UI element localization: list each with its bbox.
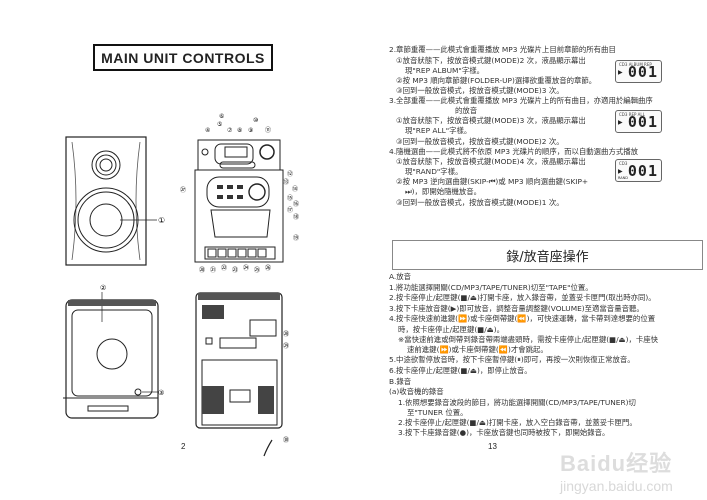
lcd-digits: 001: [627, 162, 658, 180]
lcd-digits: 001: [627, 113, 658, 131]
text-line: ※當快速前進或倒帶到錄音帶兩端盡頭時，需按卡座停止/起匣鍵(■/⏏)，卡座快: [398, 335, 659, 344]
page-number: 2: [181, 442, 186, 451]
callout-7: ⑦: [227, 127, 233, 134]
top-view-diagram: ② ③: [63, 284, 164, 419]
callout-23: ㉓: [232, 266, 238, 274]
callout-18: ⑱: [293, 213, 299, 221]
text-line: ②按 MP3 順向章節鍵(FOLDER-UP)選擇欲重覆放音的章節。: [396, 76, 597, 85]
callout-13: ⑬: [283, 178, 289, 186]
callout-10: ⑩: [253, 117, 258, 124]
lcd-tags: CD3 REP ALL: [619, 112, 645, 117]
callout-15: ⑮: [287, 194, 293, 202]
play-icon: ▶: [618, 69, 623, 76]
lcd-digits: 001: [627, 63, 658, 81]
text-line: B.錄音: [389, 377, 412, 386]
callout-30: ㉚: [283, 436, 289, 444]
text-line: 2.按卡座停止/起匣鍵(■/⏏)打開卡座，放入錄音帶，並蓋妥卡匣門(取出時亦同)…: [389, 293, 656, 302]
text-line: 1.將功能選擇開關(CD/MP3/TAPE/TUNER)切至"TAPE"位置。: [389, 283, 593, 292]
text-line: 6.按卡座停止/起匣鍵(■/⏏)，即停止放音。: [389, 366, 532, 375]
callout-19: ⑲: [293, 234, 299, 242]
callout-2: ②: [100, 284, 106, 292]
text-line: 至"TUNER 位置。: [407, 408, 468, 417]
text-line: 2.章節重覆——此模式會重覆播放 MP3 光碟片上目前章節的所有曲目: [389, 45, 616, 54]
callout-22: ㉒: [221, 264, 227, 272]
callout-14: ⑭: [292, 185, 298, 193]
callout-28: ㉘: [283, 330, 289, 338]
lcd-sub-label: RAND: [618, 176, 628, 180]
text-line: 3.全部重覆——此模式會重覆播放 MP3 光碟片上的所有曲目，亦適用於編輯曲序: [389, 96, 653, 105]
callout-5: ⑤: [217, 121, 222, 128]
callout-26: ㉖: [265, 264, 271, 272]
watermark-url: jingyan.baidu.com: [560, 478, 673, 494]
text-line: ①放音狀態下，按放音模式鍵(MODE)2 次，液晶顯示幕出: [396, 56, 586, 65]
page-number: 13: [488, 442, 497, 451]
back-view-diagram: ㉘ ㉙ ㉚: [195, 292, 289, 457]
page-title: MAIN UNIT CONTROLS: [93, 44, 273, 71]
text-line: ③回到一般放音模式，按放音模式鍵(MODE)2 次。: [396, 137, 564, 146]
callout-8: ⑧: [237, 127, 242, 134]
callout-16: ⑯: [293, 200, 299, 208]
lcd-display-rep-album: CD3 ALBUM REP ▶ 001: [615, 60, 662, 83]
text-line: ①放音狀態下，按放音模式鍵(MODE)4 次，液晶顯示幕出: [396, 157, 586, 166]
callout-20: ⑳: [199, 266, 205, 274]
text-line: 1.依照想要錄音波段的節目，將功能選擇開關(CD/MP3/TAPE/TUNER)…: [398, 398, 636, 407]
text-line: 速前進鍵(⏩)或卡座倒帶鍵(⏪)才會跳起。: [407, 345, 548, 354]
main-unit-front-diagram: ④ ⑤ ⑥ ⑦ ⑧ ⑨ ⑩ ⑪ ⑫ ⑬ ⑭ ⑮ ⑯ ⑰ ⑱ ⑲ ㉗ ⑳ ㉑ ㉒ …: [180, 113, 299, 274]
callout-21: ㉑: [210, 266, 216, 274]
play-icon: ▶: [618, 119, 623, 126]
callout-17: ⑰: [287, 206, 293, 214]
text-line: ③回到一般放音模式，按放音模式鍵(MODE)3 次。: [396, 86, 564, 95]
play-icon: ▶: [618, 168, 623, 175]
text-line: ⏭)，即開始隨機放音。: [405, 187, 482, 196]
text-line: A.放音: [389, 272, 412, 281]
text-line: 5.中途欲暫停放音時，按下卡座暫停鍵(⏸)即可，再按一次則恢復正常放音。: [389, 355, 635, 364]
callout-29: ㉙: [283, 342, 289, 350]
text-line: 現"RAND"字樣。: [405, 167, 463, 176]
speaker-diagram: ①: [65, 136, 165, 266]
lcd-tags: CD3 ALBUM REP: [619, 62, 652, 67]
text-line: 現"REP ALL"字樣。: [405, 126, 472, 135]
lcd-tags: CD3: [619, 161, 628, 166]
left-page: MAIN UNIT CONTROLS ① ④ ⑤ ⑥ ⑦ ⑧ ⑨ ⑩ ⑪: [0, 0, 353, 500]
lcd-display-rand: CD3 ▶ RAND 001: [615, 159, 662, 182]
text-line: 3.按下卡座放音鍵(▶)即可放音，調整音量調整鍵(VOLUME)至適當音量音聽。: [389, 304, 644, 313]
text-line: 4.隨機選曲——此模式將不依原 MP3 光碟片的順序，而以自動選曲方式播放: [389, 147, 639, 156]
text-line: 4.按卡座快速前進鍵(⏩)或卡座倒帶鍵(⏪)，可快速運轉，當卡帶到達想要的位置: [389, 314, 656, 323]
callout-11: ⑪: [265, 126, 271, 134]
lcd-display-rep-all: CD3 REP ALL ▶ 001: [615, 110, 662, 133]
text-line: 2.按卡座停止/起匣鍵(■/⏏)打開卡座，放入空白錄音帶，並蓋妥卡匣門。: [398, 418, 637, 427]
right-page: 2.章節重覆——此模式會重覆播放 MP3 光碟片上目前章節的所有曲目 ①放音狀態…: [353, 0, 707, 500]
text-line: ②按 MP3 逆向選曲鍵(SKIP-⏮)或 MP3 順向選曲鍵(SKIP+: [396, 177, 589, 186]
watermark-logo: Baidu经验: [560, 451, 673, 476]
section-title: 錄/放音座操作: [392, 240, 703, 270]
text-line: 3.按下卡座錄音鍵(●)，卡座放音鍵也同時被按下，即開始錄音。: [398, 428, 610, 437]
callout-25: ㉕: [254, 266, 260, 274]
text-line: 現"REP ALBUM"字樣。: [405, 66, 485, 75]
callout-27: ㉗: [180, 186, 186, 194]
callout-3: ③: [158, 389, 164, 397]
callout-6: ⑥: [219, 113, 224, 120]
text-line: (a)收音機的錄音: [389, 387, 444, 396]
text-line: ③回到一般放音模式，按放音模式鍵(MODE)1 次。: [396, 198, 564, 207]
callout-1: ①: [158, 216, 165, 225]
callout-24: ㉔: [243, 264, 249, 272]
callout-4: ④: [205, 127, 210, 134]
text-line: 的放音: [455, 106, 478, 115]
callout-12: ⑫: [287, 170, 293, 178]
callout-9: ⑨: [248, 127, 253, 134]
text-line: ①放音狀態下，按放音模式鍵(MODE)3 次，液晶顯示幕出: [396, 116, 586, 125]
text-line: 時，按卡座停止/起匣鍵(■/⏏)。: [398, 325, 505, 334]
